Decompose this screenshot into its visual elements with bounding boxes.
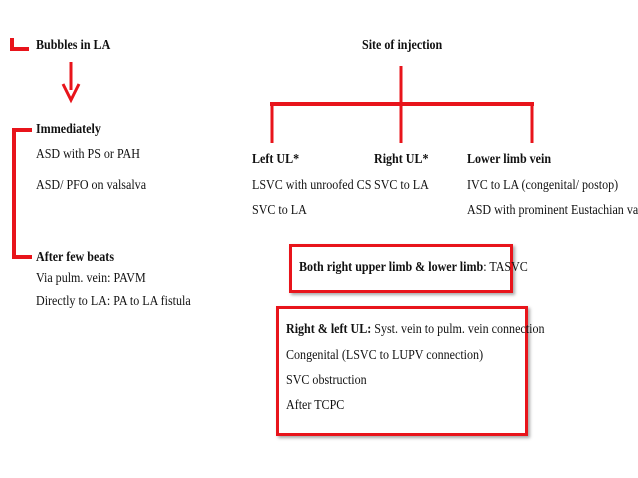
immediately-heading: Immediately [36,122,101,137]
branch-left-ul-heading: Left UL* [252,152,300,167]
branch-lower-limb-item-1: IVC to LA (congenital/ postop) [467,178,619,193]
after-few-beats-heading: After few beats [36,250,115,265]
branch-lower-limb-heading: Lower limb vein [467,152,552,167]
tasvc-text: Both right upper limb & lower limb: TASV… [299,260,528,276]
right-left-ul-item-1: Congenital (LSVC to LUPV connection) [286,348,484,363]
right-left-ul-rest: Syst. vein to pulm. vein connection [371,322,545,337]
bubbles-marker [10,38,29,51]
tasvc-box: Both right upper limb & lower limb: TASV… [289,244,528,293]
bubbles-in-la-label: Bubbles in LA [36,38,111,53]
after-item-2: Directly to LA: PA to LA fistula [36,294,191,309]
immediately-item-2: ASD/ PFO on valsalva [36,178,147,193]
branch-left-ul-item-2: SVC to LA [252,203,307,218]
site-of-injection-title: Site of injection [362,38,443,53]
branch-lower-limb-item-2: ASD with prominent Eustachian valve [467,203,638,218]
tasvc-bold: Both right upper limb & lower limb [299,260,484,275]
immediately-item-1: ASD with PS or PAH [36,147,140,162]
tasvc-rest: : TASVC [483,260,528,275]
right-left-ul-line: Right & left UL: Syst. vein to pulm. vei… [286,322,544,338]
timeline-bracket [12,128,32,259]
right-left-ul-item-3: After TCPC [286,398,345,413]
right-left-ul-bold: Right & left UL: [286,322,372,337]
down-arrow-head [61,83,81,104]
branch-left-ul-item-1: LSVC with unroofed CS [252,178,372,193]
right-left-ul-box: Right & left UL: Syst. vein to pulm. vei… [276,306,544,436]
branch-right-ul-heading: Right UL* [374,152,429,167]
after-item-1: Via pulm. vein: PAVM [36,271,146,286]
right-left-ul-item-2: SVC obstruction [286,373,367,388]
branch-right-ul-item-1: SVC to LA [374,178,429,193]
